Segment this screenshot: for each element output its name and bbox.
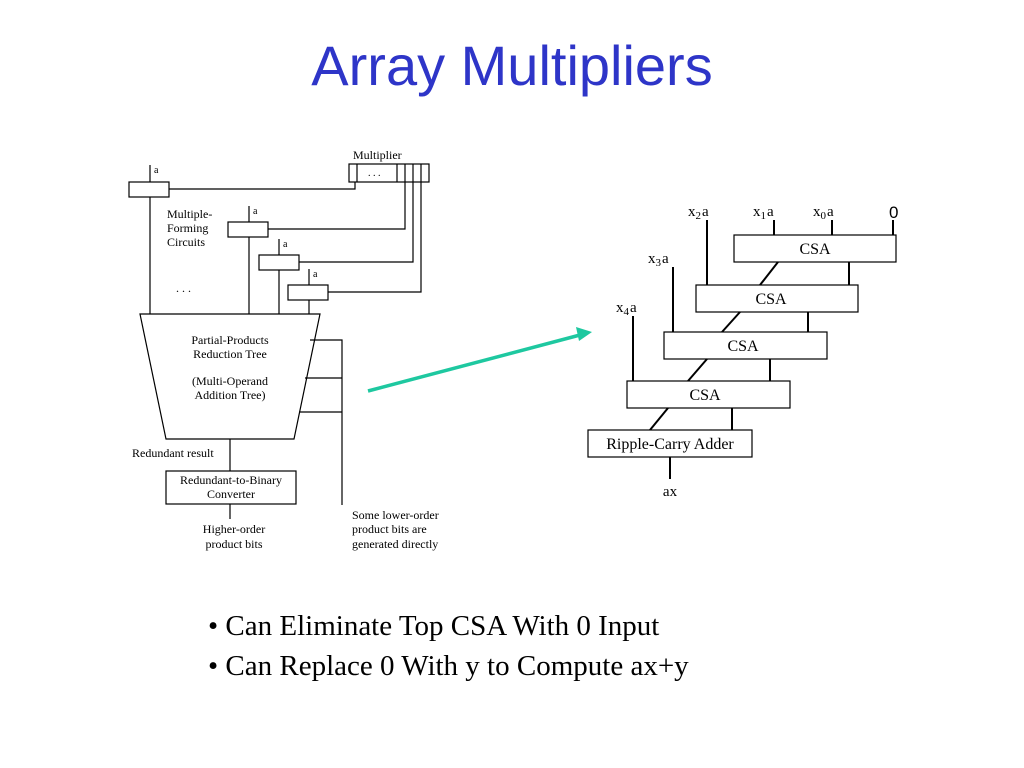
multiplier-label: Multiplier [353, 148, 402, 162]
converter-label-2: Converter [207, 487, 255, 501]
csa-label-1: CSA [799, 241, 831, 258]
lower-order-label-3: generated directly [352, 537, 438, 551]
zero-input-label: 0 [889, 203, 898, 222]
csa-label-4: CSA [689, 387, 721, 404]
output-label: ax [663, 484, 678, 500]
input-label-x1a: x1a [753, 204, 774, 222]
reduction-tree [139, 313, 321, 440]
csa-label-2: CSA [755, 291, 787, 308]
right-diagram: x2a x1a x0a 0 x3a x4a CSA CSA [587, 203, 898, 500]
bullet-item-2: Can Replace 0 With y to Compute ax+y [208, 646, 688, 686]
higher-order-label-1: Higher-order [203, 522, 265, 536]
converter-box [165, 470, 297, 505]
connector-arrow [367, 327, 592, 393]
bullet-item-1: Can Eliminate Top CSA With 0 Input [208, 606, 689, 646]
tree-label-2: Reduction Tree [193, 347, 267, 361]
redundant-result-label: Redundant result [132, 446, 214, 460]
slide-title: Array Multipliers [311, 34, 713, 97]
multiplier-register [348, 163, 430, 183]
ripple-carry-adder-box [587, 429, 753, 458]
input-label-x0a: x0a [813, 204, 834, 222]
multiple-forming-box-3 [258, 254, 300, 271]
lower-order-label-2: product bits are [352, 522, 427, 536]
multiple-forming-line-2: Forming [167, 221, 208, 235]
csa-box-3 [663, 331, 828, 360]
input-label-x2a: x2a [688, 204, 709, 222]
multiple-forming-line-3: Circuits [167, 235, 205, 249]
a-label-3: a [283, 239, 288, 250]
csa-box-1 [733, 234, 897, 263]
ripple-carry-adder-label: Ripple-Carry Adder [606, 436, 734, 453]
tree-label-3: (Multi-Operand [192, 374, 268, 388]
a-label-4: a [313, 269, 318, 280]
csa-box-4 [626, 380, 791, 409]
tree-label-4: Addition Tree) [194, 388, 265, 402]
left-diagram: Multiplier . . . a a a a Multiple- Formi [128, 148, 439, 551]
higher-order-label-2: product bits [206, 537, 263, 551]
a-label-2: a [253, 206, 258, 217]
a-label-1: a [154, 165, 159, 176]
csa-label-3: CSA [727, 338, 759, 355]
bullet-list: Can Eliminate Top CSA With 0 Input Can R… [208, 606, 689, 686]
input-label-x4a: x4a [616, 300, 637, 318]
input-label-x3a: x3a [648, 251, 669, 269]
converter-label-1: Redundant-to-Binary [180, 473, 282, 487]
multiple-forming-box-4 [287, 284, 329, 301]
multiple-forming-box-1 [128, 181, 170, 198]
multiple-forming-box-2 [227, 221, 269, 238]
lower-order-label-1: Some lower-order [352, 508, 439, 522]
csa-box-2 [695, 284, 859, 313]
multiple-forming-line-1: Multiple- [167, 207, 212, 221]
multiplier-dots: . . . [368, 168, 381, 179]
ellipsis: . . . [176, 281, 191, 295]
tree-label-1: Partial-Products [191, 333, 269, 347]
